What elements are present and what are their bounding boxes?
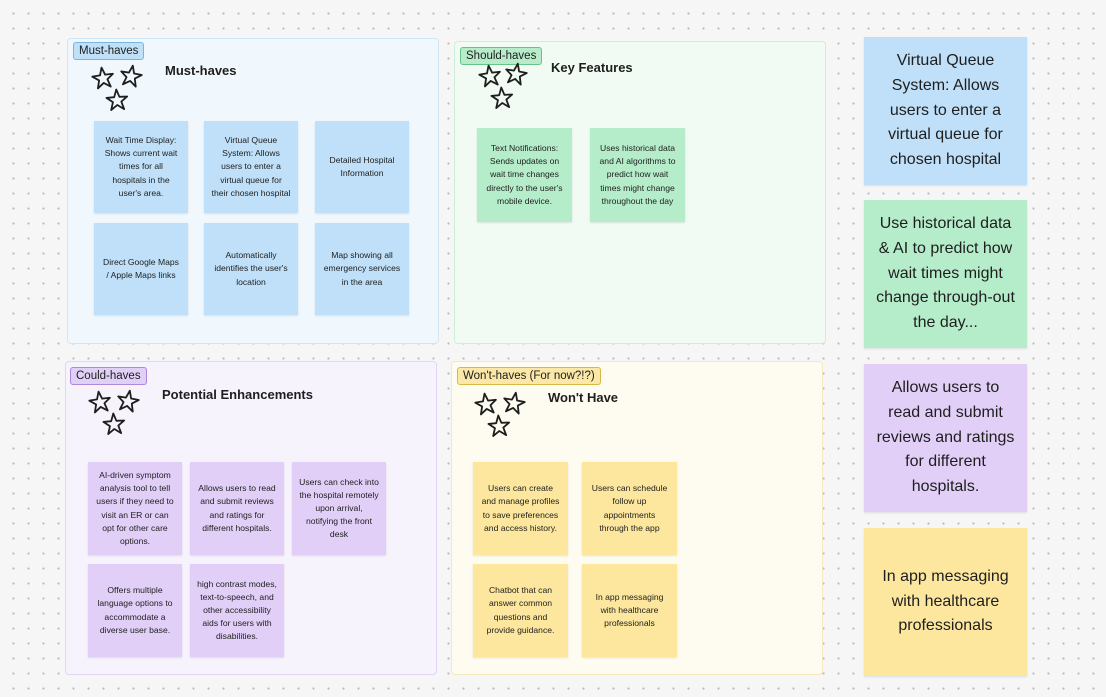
- could-haves-title: Potential Enhancements: [162, 387, 313, 402]
- sticky-note[interactable]: Allows users to read and submit reviews …: [190, 462, 284, 555]
- sticky-note[interactable]: Chatbot that can answer common questions…: [473, 564, 568, 657]
- sticky-note[interactable]: AI-driven symptom analysis tool to tell …: [88, 462, 182, 555]
- sticky-note[interactable]: In app messaging with healthcare profess…: [582, 564, 677, 657]
- large-sticky-note-green[interactable]: Use historical data & AI to predict how …: [864, 200, 1027, 348]
- sticky-note[interactable]: Users can check into the hospital remote…: [292, 462, 386, 555]
- large-sticky-note-blue[interactable]: Virtual Queue System: Allows users to en…: [864, 37, 1027, 185]
- sticky-note[interactable]: Users can schedule follow up appointment…: [582, 462, 677, 555]
- large-sticky-note-yellow[interactable]: In app messaging with healthcare profess…: [864, 528, 1027, 676]
- should-haves-title: Key Features: [551, 60, 633, 75]
- sticky-note[interactable]: Uses historical data and AI algorithms t…: [590, 128, 685, 222]
- stars-doodle-icon[interactable]: [474, 390, 528, 440]
- stars-doodle-icon[interactable]: [91, 64, 145, 114]
- stars-doodle-icon[interactable]: [478, 62, 532, 112]
- sticky-note[interactable]: Users can create and manage profiles to …: [473, 462, 568, 555]
- must-haves-title: Must-haves: [165, 63, 237, 78]
- wont-haves-tag[interactable]: Won't-haves (For now?!?): [457, 367, 601, 385]
- sticky-note[interactable]: Text Notifications: Sends updates on wai…: [477, 128, 572, 222]
- sticky-note[interactable]: Map showing all emergency services in th…: [315, 223, 409, 315]
- sticky-note[interactable]: Detailed Hospital Information: [315, 121, 409, 213]
- sticky-note[interactable]: high contrast modes, text-to-speech, and…: [190, 564, 284, 657]
- sticky-note[interactable]: Direct Google Maps / Apple Maps links: [94, 223, 188, 315]
- wont-haves-title: Won't Have: [548, 390, 619, 405]
- sticky-note[interactable]: Offers multiple language options to acco…: [88, 564, 182, 657]
- stars-doodle-icon[interactable]: [88, 388, 142, 438]
- must-haves-tag[interactable]: Must-haves: [73, 42, 145, 60]
- should-haves-tag[interactable]: Should-haves: [460, 47, 543, 65]
- large-sticky-note-purple[interactable]: Allows users to read and submit reviews …: [864, 364, 1027, 512]
- sticky-note[interactable]: Wait Time Display: Shows current wait ti…: [94, 121, 188, 213]
- sticky-note[interactable]: Automatically identifies the user's loca…: [204, 223, 298, 315]
- sticky-note[interactable]: Virtual Queue System: Allows users to en…: [204, 121, 298, 213]
- could-haves-tag[interactable]: Could-haves: [70, 367, 147, 385]
